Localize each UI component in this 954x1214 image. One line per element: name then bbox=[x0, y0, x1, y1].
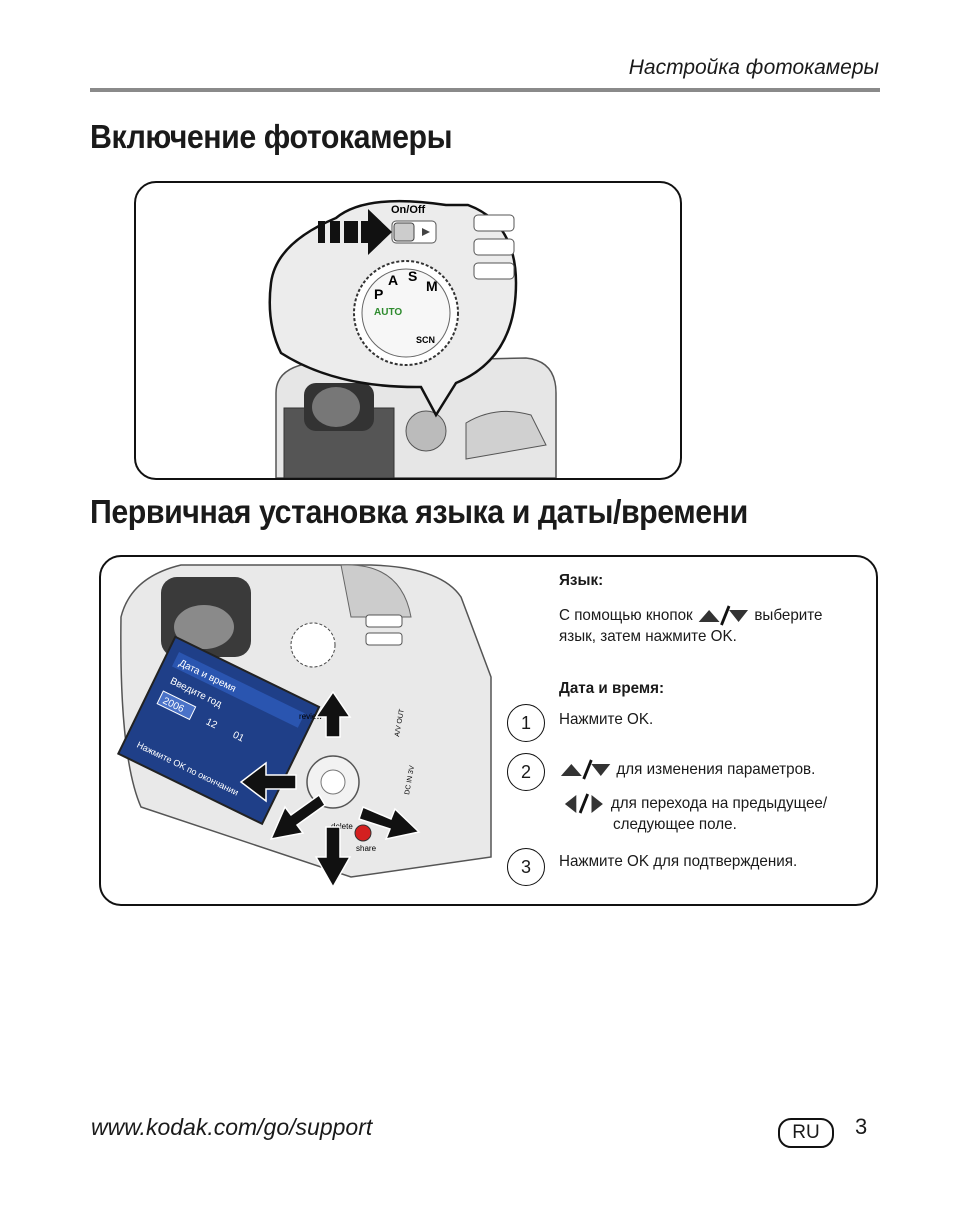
step-3-text: Нажмите OK для подтверждения. bbox=[559, 853, 798, 870]
section-heading-language-date: Первичная установка языка и даты/времени bbox=[90, 493, 748, 530]
step-2-badge: 2 bbox=[507, 753, 545, 791]
svg-text:On/Off: On/Off bbox=[391, 204, 426, 216]
svg-text:01: 01 bbox=[231, 730, 246, 745]
slide-arrow-icon bbox=[318, 209, 392, 255]
svg-text:12: 12 bbox=[204, 717, 219, 732]
up-down-arrows-icon bbox=[560, 759, 611, 780]
page-number: 3 bbox=[855, 1114, 868, 1139]
on-off-switch: On/Off bbox=[391, 204, 437, 244]
language-date-figure: Дата и время Введите год 2006 12 01 Нажм… bbox=[99, 555, 878, 906]
support-link[interactable]: www.kodak.com/go/support bbox=[91, 1114, 373, 1140]
svg-text:P: P bbox=[374, 286, 383, 302]
camera-top-illustration: AUTO P A S M SCN On/Off bbox=[268, 199, 557, 478]
power-figure: AUTO P A S M SCN On/Off bbox=[134, 181, 682, 480]
step-1-badge: 1 bbox=[507, 704, 545, 742]
svg-text:SCN: SCN bbox=[416, 335, 435, 345]
section-heading-power: Включение фотокамеры bbox=[90, 118, 453, 155]
svg-text:S: S bbox=[408, 268, 417, 284]
step-2-sub-text-line2: следующее поле. bbox=[613, 816, 737, 833]
step-3-badge: 3 bbox=[507, 848, 545, 886]
step-1-text: Нажмите OK. bbox=[559, 711, 654, 728]
header-rule bbox=[90, 88, 880, 92]
language-title: Язык: bbox=[559, 572, 604, 589]
svg-text:A/V OUT: A/V OUT bbox=[394, 708, 406, 738]
direction-arrows-icon bbox=[239, 690, 421, 889]
camera-body bbox=[275, 357, 557, 478]
svg-text:M: M bbox=[426, 278, 438, 294]
left-right-arrows-icon bbox=[564, 793, 603, 814]
svg-text:share: share bbox=[356, 844, 377, 853]
svg-text:A: A bbox=[388, 272, 398, 288]
language-text-line2: язык, затем нажмите OK. bbox=[559, 628, 737, 645]
up-down-arrows-icon bbox=[698, 605, 749, 626]
svg-text:AUTO: AUTO bbox=[374, 307, 402, 318]
datetime-title: Дата и время: bbox=[559, 680, 665, 697]
step-2-text: для изменения параметров. bbox=[559, 759, 815, 781]
svg-text:review: review bbox=[299, 712, 322, 721]
svg-text:delete: delete bbox=[331, 822, 353, 831]
header-title: Настройка фотокамеры bbox=[628, 56, 879, 79]
language-badge: RU bbox=[778, 1118, 834, 1148]
mode-dial: AUTO P A S M SCN bbox=[353, 260, 459, 366]
language-text: С помощью кнопок выберите bbox=[559, 605, 823, 627]
camera-back-illustration: Дата и время Введите год 2006 12 01 Нажм… bbox=[116, 564, 492, 889]
step-2-sub-text: для перехода на предыдущее/ bbox=[563, 793, 827, 815]
